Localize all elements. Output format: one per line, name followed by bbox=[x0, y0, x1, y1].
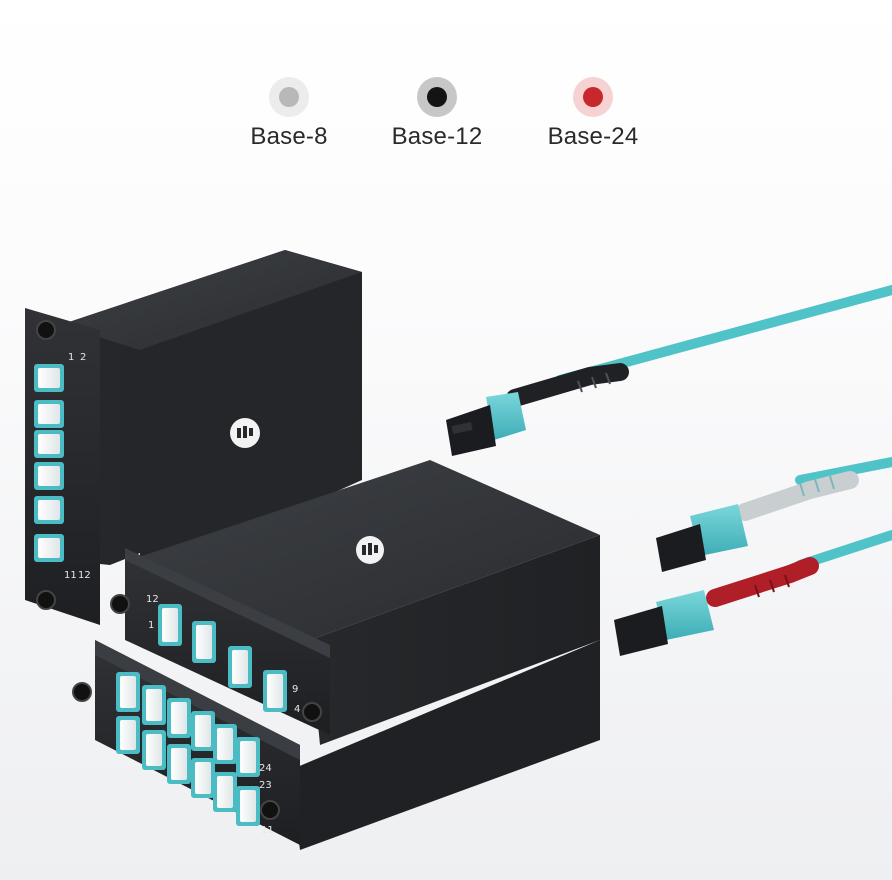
back-port-label-12: 12 bbox=[78, 570, 91, 581]
base-12-dot-icon bbox=[417, 77, 457, 117]
middle-port-label-9: 9 bbox=[292, 684, 298, 695]
middle-cassette: 12 1 9 4 bbox=[110, 460, 600, 745]
middle-port-label-1: 1 bbox=[148, 620, 154, 631]
back-port-label-1: 1 bbox=[68, 352, 74, 363]
legend-label-base-24: Base-24 bbox=[547, 123, 639, 150]
base-8-dot-icon bbox=[269, 77, 309, 117]
brand-logo-icon bbox=[230, 418, 260, 448]
front-port-label-23: 23 bbox=[259, 780, 272, 791]
back-port-label-2: 2 bbox=[80, 352, 86, 363]
mpo-cable-base-24 bbox=[614, 530, 892, 656]
front-cassette-port-array bbox=[116, 672, 260, 826]
brand-logo-icon-middle bbox=[356, 536, 384, 564]
legend-item-base-12: Base-12 bbox=[377, 75, 497, 151]
legend-label-base-8: Base-8 bbox=[250, 123, 328, 150]
mpo-cable-base-12 bbox=[446, 285, 892, 456]
front-port-label-24: 24 bbox=[259, 763, 272, 774]
base-24-dot-icon bbox=[573, 77, 613, 117]
middle-cassette-port-array bbox=[158, 604, 287, 712]
front-port-label-11: 11 bbox=[261, 825, 274, 836]
back-cassette-port-array bbox=[34, 364, 64, 562]
middle-port-label-12: 12 bbox=[146, 594, 159, 605]
legend-item-base-8: Base-8 bbox=[229, 75, 349, 151]
front-cassette: 24 23 11 bbox=[72, 640, 600, 850]
middle-port-label-4: 4 bbox=[294, 704, 300, 715]
legend-item-base-24: Base-24 bbox=[533, 75, 653, 151]
mpo-cable-base-8 bbox=[656, 457, 892, 572]
back-port-label-11: 11 bbox=[64, 570, 77, 581]
fiber-type-legend: Base-8 Base-12 Base-24 bbox=[0, 75, 892, 165]
legend-label-base-12: Base-12 bbox=[391, 123, 483, 150]
